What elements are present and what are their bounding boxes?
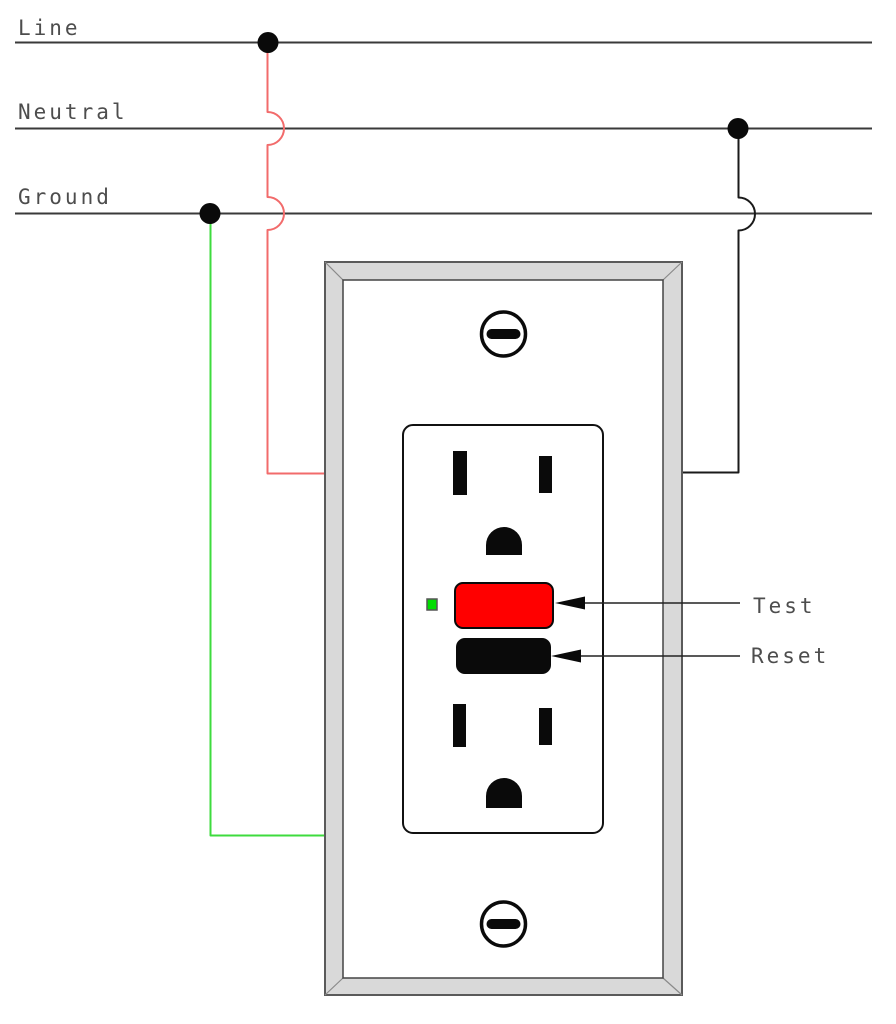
screw-top-slot: [486, 329, 521, 339]
neutral-junction-dot: [727, 118, 749, 139]
indicator-led: [426, 598, 438, 611]
ground-wire: [209, 213, 327, 837]
neutral-label: Neutral: [18, 100, 128, 124]
gfci-receptacle: [402, 424, 604, 834]
upper-ground-hole: [486, 527, 522, 555]
test-arrowhead-icon: [555, 596, 585, 610]
reset-arrowhead-icon: [551, 649, 581, 663]
test-callout-label: Test: [753, 594, 816, 618]
bevel-corner-top-right: [662, 261, 683, 281]
neutral-wire: [681, 128, 756, 474]
reset-callout-label: Reset: [751, 644, 829, 668]
bevel-corner-top-left: [324, 261, 344, 281]
bevel-corner-bottom-right: [662, 977, 683, 996]
lower-ground-hole: [486, 778, 522, 808]
upper-neutral-slot: [453, 451, 467, 495]
screw-bottom-slot: [486, 919, 521, 929]
line-junction-dot: [257, 32, 279, 53]
screw-top: [479, 310, 528, 358]
test-button: [454, 582, 554, 629]
reset-button: [456, 638, 551, 674]
screw-bottom-ring: [479, 900, 528, 948]
reset-callout: Reset: [551, 644, 829, 668]
screw-top-ring: [479, 310, 528, 358]
wires: [199, 32, 756, 837]
ground-label: Ground: [18, 185, 112, 209]
ground-junction-dot: [199, 203, 221, 224]
line-label: Line: [18, 16, 81, 40]
upper-hot-slot: [539, 456, 552, 493]
screw-bottom: [479, 900, 528, 948]
test-callout: Test: [555, 594, 816, 618]
lower-hot-slot: [539, 708, 552, 745]
hot-wire: [266, 42, 327, 475]
bevel-corner-bottom-left: [324, 977, 344, 996]
bus-conductors: Line Neutral Ground: [15, 16, 872, 215]
lower-neutral-slot: [453, 704, 466, 747]
